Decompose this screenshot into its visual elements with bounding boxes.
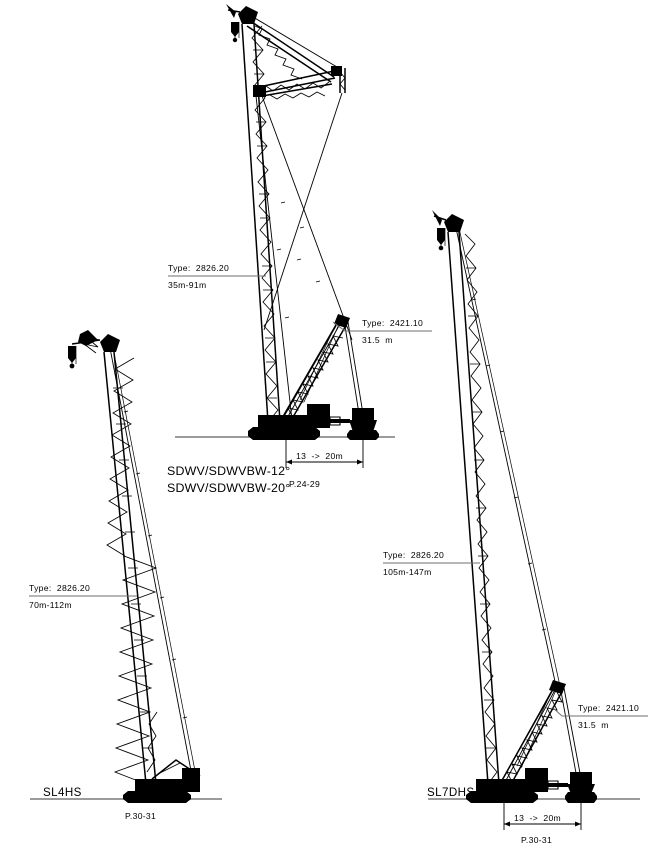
boom-label-sl7dhs: Type: 2826.20 105m-147m	[383, 550, 480, 577]
boom-label-type-sl4hs: Type: 2826.20	[29, 583, 90, 593]
counterweight-wagon-sl7dhs	[538, 772, 597, 803]
boom-label-range-sdwv: 35m-91m	[168, 280, 206, 290]
page-ref-sl7dhs: P.30-31	[521, 835, 552, 845]
crane-sdwv: Type: 2826.20 35m-91m Type: 2421.10 31.5…	[167, 4, 432, 495]
crane-sl7dhs: Type: 2826.20 105m-147m Type: 2421.10 31…	[383, 210, 648, 845]
derrick-mast-sdwv	[280, 314, 350, 425]
derrick-backstay-sl7dhs	[499, 685, 583, 785]
derrick-label-sdwv: Type: 2421.10 31.5 m	[332, 318, 432, 345]
page-ref-sl4hs: P.30-31	[125, 811, 156, 821]
dimension-sdwv: 13 -> 20m	[285, 440, 364, 468]
main-boom-sl7dhs	[447, 231, 500, 785]
boom-head-sl7dhs	[432, 210, 464, 251]
boom-head-sdwv	[226, 4, 258, 43]
derrick-label-type-sl7dhs: Type: 2421.10	[578, 703, 639, 713]
boom-label-type-sl7dhs: Type: 2826.20	[383, 550, 444, 560]
backstay-sl7dhs	[455, 227, 561, 687]
superstructure-sl4hs	[135, 759, 201, 792]
boom-label-range-sl7dhs: 105m-147m	[383, 567, 432, 577]
derrick-label-range-sl7dhs: 31.5 m	[578, 720, 609, 730]
crawler-track-sl4hs	[123, 791, 191, 803]
backstay-sl4hs	[109, 347, 197, 777]
derrick-label-type-sdwv: Type: 2421.10	[362, 318, 423, 328]
superstructure-sdwv	[258, 404, 330, 428]
crane-name-sdwv-line1: SDWV/SDWVBW-12°	[167, 464, 290, 478]
boom-head-sl4hs	[68, 330, 120, 369]
dimension-label-sdwv: 13 -> 20m	[296, 451, 343, 461]
boom-top-aframe-sdwv	[246, 19, 346, 100]
counterweight-wagon-sdwv	[320, 408, 379, 440]
crawler-track-sl7dhs	[466, 791, 538, 803]
crane-name-sl4hs: SL4HS	[43, 786, 82, 799]
derrick-label-sl7dhs: Type: 2421.10 31.5 m	[551, 703, 648, 730]
boom-label-sl4hs: Type: 2826.20 70m-112m	[29, 583, 137, 610]
derrick-backstay-sdwv	[281, 319, 365, 421]
guy-ropes-sdwv	[247, 13, 353, 421]
crane-name-sl7dhs: SL7DHS	[427, 786, 475, 799]
crane-sl4hs: Type: 2826.20 70m-112m SL4HS P.30-31	[29, 330, 222, 821]
boom-label-range-sl4hs: 70m-112m	[29, 600, 72, 610]
boom-label-type-sdwv: Type: 2826.20	[168, 263, 229, 273]
crane-name-sdwv-line2: SDWV/SDWVBW-20°	[167, 481, 290, 495]
main-boom-sl4hs	[103, 351, 158, 785]
dimension-label-sl7dhs: 13 -> 20m	[514, 813, 561, 823]
derrick-label-range-sdwv: 31.5 m	[362, 335, 393, 345]
boom-label-sdwv: Type: 2826.20 35m-91m	[168, 263, 266, 290]
page-ref-sdwv: P.24-29	[289, 479, 320, 489]
dimension-sl7dhs: 13 -> 20m	[503, 803, 582, 830]
crawler-track-sdwv	[248, 427, 320, 440]
